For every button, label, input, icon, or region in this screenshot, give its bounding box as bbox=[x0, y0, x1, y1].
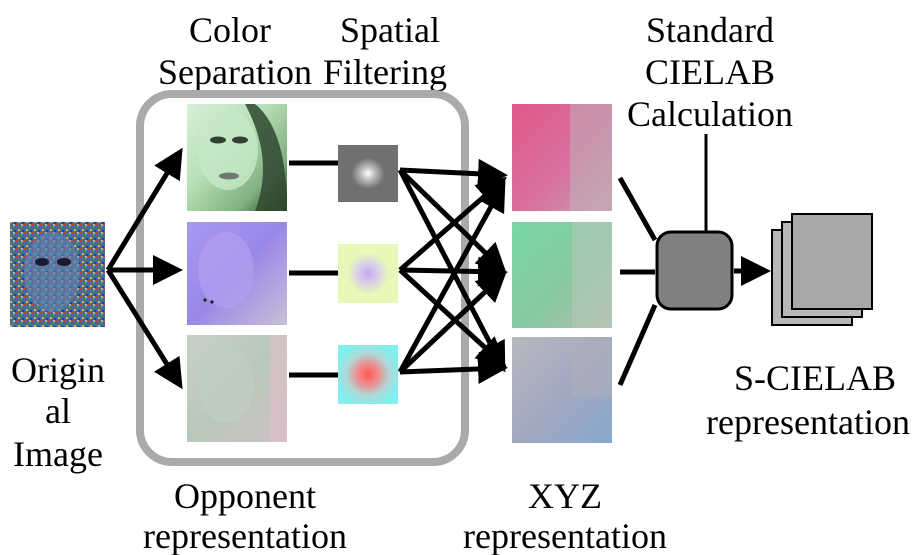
color-separation-label-line2: Separation bbox=[158, 52, 312, 92]
xyz-channel-x-image bbox=[512, 104, 612, 211]
filter-kernel-3 bbox=[338, 345, 398, 404]
original-image bbox=[10, 222, 105, 327]
standard-cielab-label-line1: Standard bbox=[646, 10, 774, 50]
filter-kernel-2 bbox=[338, 244, 398, 303]
spatial-filtering-label-line1: Spatial bbox=[340, 10, 440, 50]
filter-kernel-1 bbox=[338, 145, 398, 202]
xyz-to-cielab-lines bbox=[617, 176, 658, 387]
original-image-label-line1: Origin bbox=[11, 350, 105, 390]
original-image-label-line2: al bbox=[45, 391, 71, 431]
standard-cielab-label-line3: Calculation bbox=[627, 94, 793, 134]
original-image-label-line3: Image bbox=[13, 434, 103, 474]
filter-to-xyz-arrows bbox=[397, 158, 508, 384]
opponent-channel-1-image bbox=[187, 104, 287, 211]
spatial-filtering-label-line2: Filtering bbox=[323, 52, 447, 92]
cielab-calculation-box bbox=[655, 230, 734, 311]
xyz-channel-y-image bbox=[512, 222, 612, 328]
opponent-representation-label-line2: representation bbox=[143, 516, 347, 555]
opponent-stage-box bbox=[136, 90, 469, 466]
s-cielab-output-stack bbox=[771, 213, 873, 326]
color-separation-label-line1: Color bbox=[189, 10, 271, 50]
xyz-representation-label-line1: XYZ bbox=[528, 476, 602, 516]
xyz-representation-label-line2: representation bbox=[463, 516, 667, 555]
s-cielab-representation-label-line2: representation bbox=[706, 402, 910, 442]
standard-cielab-label-line2: CIELAB bbox=[645, 52, 775, 92]
opponent-channel-2-image bbox=[187, 222, 287, 325]
opponent-to-filter-lines bbox=[289, 160, 338, 378]
fanout-arrows bbox=[105, 147, 183, 390]
s-cielab-representation-label-line1: S-CIELAB bbox=[734, 358, 896, 398]
opponent-channel-3-image bbox=[187, 335, 287, 442]
opponent-representation-label-line1: Opponent bbox=[174, 476, 316, 516]
xyz-channel-z-image bbox=[512, 337, 612, 443]
